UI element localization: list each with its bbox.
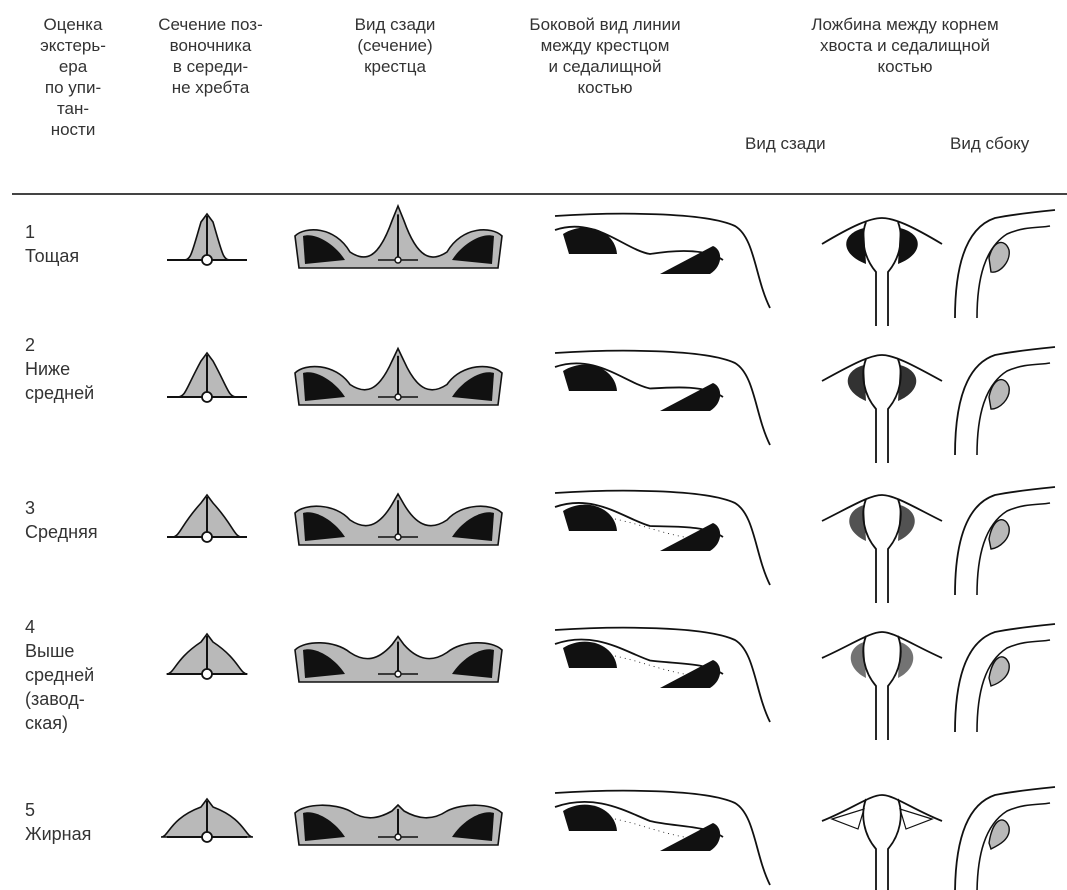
tail-rear-left-hollow-2 bbox=[848, 365, 866, 401]
tail-side-tail-line-1 bbox=[977, 226, 1050, 318]
tail-rear-right-hollow-4 bbox=[898, 642, 913, 678]
spine-vertebra-body-1 bbox=[202, 255, 212, 265]
tail-rear-left-hollow-4 bbox=[851, 642, 866, 678]
sacrum-vertebra-3 bbox=[395, 534, 401, 540]
tail-rear-outline-5 bbox=[863, 799, 901, 890]
tail-side-tail-line-4 bbox=[977, 640, 1050, 732]
tail-rear-left-hollow-1 bbox=[846, 228, 866, 264]
tail-rear-rump-line-1 bbox=[822, 218, 942, 244]
tail-side-tail-line-3 bbox=[977, 503, 1050, 595]
tail-side-hollow-1 bbox=[989, 242, 1009, 272]
tail-side-hollow-3 bbox=[989, 520, 1009, 549]
spine-vertebra-body-4 bbox=[202, 669, 212, 679]
tail-rear-right-hollow-1 bbox=[898, 228, 918, 264]
tail-side-hollow-5 bbox=[989, 820, 1009, 849]
tail-side-hollow-4 bbox=[989, 657, 1009, 686]
sacrum-vertebra-2 bbox=[395, 394, 401, 400]
tail-rear-outline-3 bbox=[863, 499, 901, 603]
tail-side-hollow-2 bbox=[989, 380, 1009, 409]
side-view-ischium-bone-1 bbox=[660, 246, 720, 274]
spine-vertebra-body-5 bbox=[202, 832, 212, 842]
row-1-illustrations bbox=[167, 206, 1055, 326]
row-3-illustrations bbox=[167, 487, 1055, 603]
spine-vertebra-body-2 bbox=[202, 392, 212, 402]
row-5-illustrations bbox=[161, 787, 1055, 890]
sacrum-vertebra-4 bbox=[395, 671, 401, 677]
tail-side-tail-line-5 bbox=[977, 803, 1050, 890]
row-4-illustrations bbox=[167, 624, 1056, 740]
tail-rear-fat-folds-5 bbox=[832, 809, 932, 829]
tail-rear-outline-4 bbox=[863, 636, 901, 740]
sacrum-vertebra-1 bbox=[395, 257, 401, 263]
tail-rear-outline-2 bbox=[863, 359, 901, 463]
row-2-illustrations bbox=[167, 347, 1055, 463]
tail-rear-rump-line-3 bbox=[822, 495, 942, 521]
tail-rear-left-hollow-3 bbox=[849, 505, 866, 541]
side-view-sacral-bone-1 bbox=[563, 228, 617, 254]
side-view-sacral-bone-5 bbox=[563, 805, 617, 831]
side-view-sacral-bone-4 bbox=[563, 642, 617, 668]
tail-rear-right-hollow-3 bbox=[898, 505, 915, 541]
tail-rear-outline-1 bbox=[863, 222, 901, 326]
tail-side-tail-line-2 bbox=[977, 363, 1050, 455]
sacrum-vertebra-5 bbox=[395, 834, 401, 840]
tail-rear-right-hollow-2 bbox=[898, 365, 916, 401]
side-view-sacral-bone-2 bbox=[563, 365, 617, 391]
tail-rear-rump-line-2 bbox=[822, 355, 942, 381]
spine-vertebra-body-3 bbox=[202, 532, 212, 542]
tail-rear-rump-line-4 bbox=[822, 632, 942, 658]
